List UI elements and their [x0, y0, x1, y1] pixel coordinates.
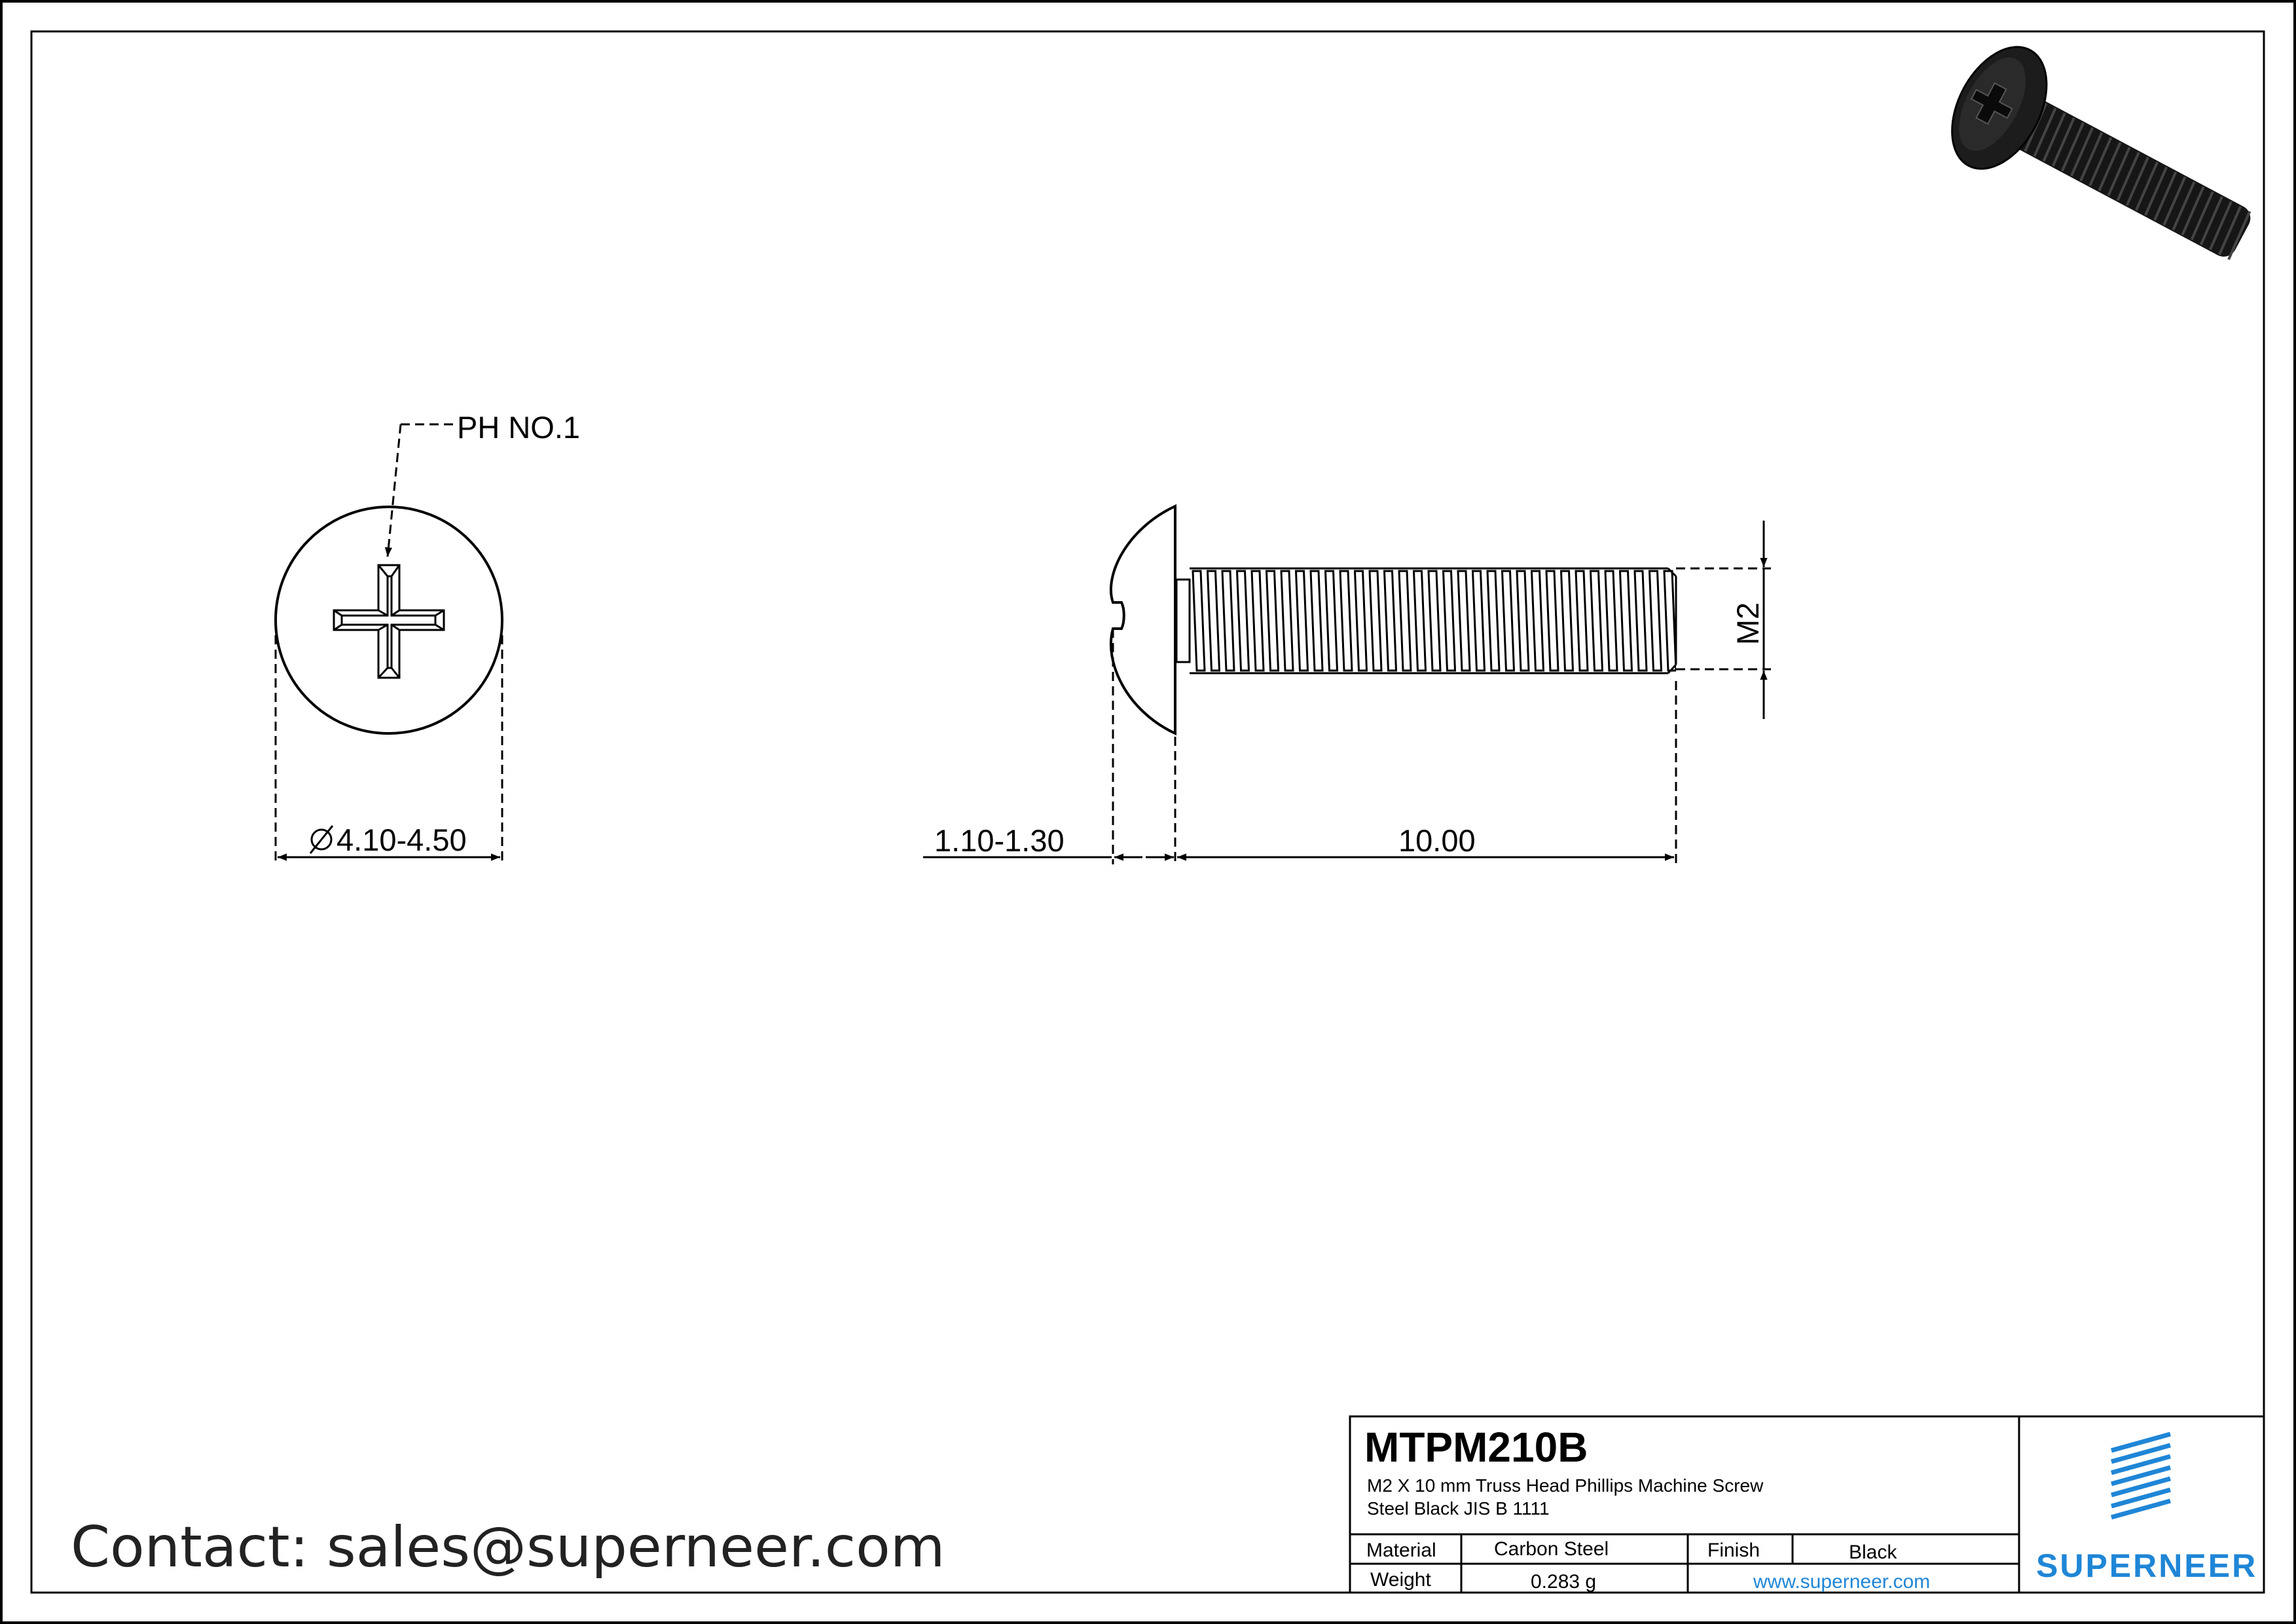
thread-size-callout: M2 [1730, 602, 1765, 645]
part-number: MTPM210B [1364, 1424, 1588, 1471]
contact-email[interactable]: Contact: sales@superneer.com [71, 1515, 945, 1580]
weight-label: Weight [1370, 1569, 1431, 1591]
phillips-leader-arrow [384, 424, 402, 557]
superneer-logo-icon [2111, 1431, 2171, 1520]
description-line-1: M2 X 10 mm Truss Head Phillips Machine S… [1367, 1475, 1764, 1496]
title-block: MTPM210B M2 X 10 mm Truss Head Phillips … [1349, 1415, 2265, 1594]
finish-value: Black [1849, 1541, 1897, 1563]
screw-3d-render [1951, 46, 2251, 261]
side-view: M2 1.10-1.30 10.00 [923, 504, 1771, 864]
brand-name: SUPERNEER [2036, 1547, 2257, 1584]
phillips-recess [333, 564, 445, 679]
head-height-callout: 1.10-1.30 [934, 823, 1065, 858]
description-line-2: Steel Black JIS B 1111 [1367, 1498, 1550, 1519]
phillips-callout: PH NO.1 [457, 410, 580, 445]
finish-label: Finish [1707, 1540, 1760, 1561]
head-profile [1109, 504, 1176, 736]
head-diameter-callout: 4.10-4.50 [337, 822, 467, 857]
material-value: Carbon Steel [1494, 1538, 1609, 1560]
website-link[interactable]: www.superneer.com [1753, 1571, 1930, 1593]
top-view: PH NO.1 4.10-4.50 [274, 410, 580, 864]
shank-neck [1175, 578, 1191, 663]
diameter-symbol-icon [309, 825, 334, 854]
inner-border [30, 30, 2265, 1594]
head-outline [274, 506, 503, 735]
weight-value: 0.283 g [1531, 1571, 1596, 1593]
length-callout: 10.00 [1398, 823, 1476, 858]
thread-pattern [1192, 570, 1676, 672]
material-label: Material [1366, 1540, 1436, 1561]
